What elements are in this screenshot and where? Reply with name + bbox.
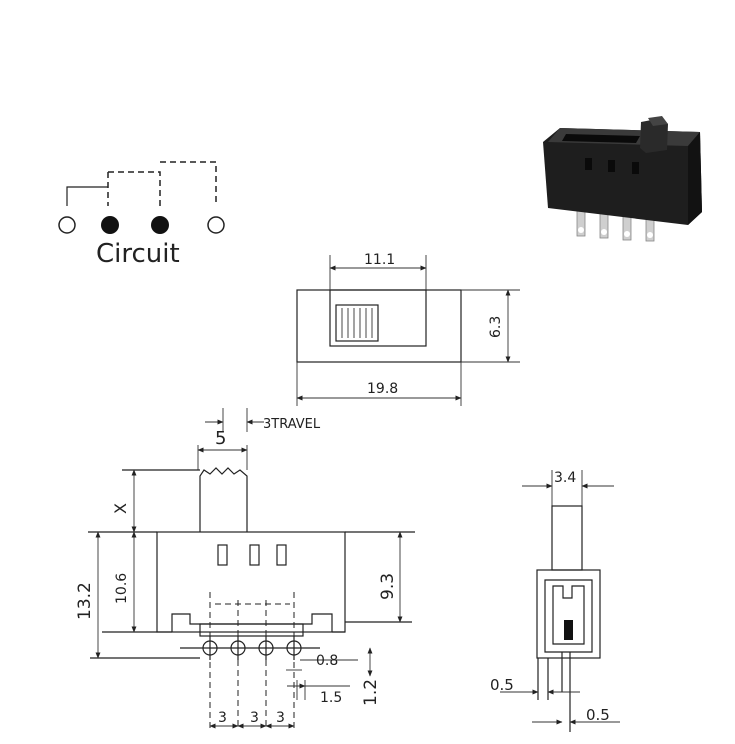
dim-body-height: 6.3 xyxy=(488,316,504,338)
dim-pin-right: 0.5 xyxy=(586,706,610,724)
front-view: 3TRAVEL 5 xyxy=(75,408,415,729)
front-pins xyxy=(180,636,320,660)
dim-travel: 3TRAVEL xyxy=(263,417,321,432)
dim-body-height: 10.6 xyxy=(114,573,130,604)
terminal-open-icon xyxy=(207,216,225,234)
dim-pin-left: 0.5 xyxy=(490,676,514,694)
terminal-filled-icon xyxy=(151,216,169,234)
dim-body-length: 19.8 xyxy=(367,381,398,397)
dim-body-height-right: 9.3 xyxy=(378,573,398,600)
terminal-filled-icon xyxy=(101,216,119,234)
circuit-schematic: Circuit xyxy=(58,161,225,269)
circuit-label: Circuit xyxy=(96,239,180,269)
dim-overall-height: 13.2 xyxy=(75,582,95,620)
dim-pin-thickness: 0.8 xyxy=(316,653,338,669)
side-view: 3.4 0.5 0.5 xyxy=(490,470,620,732)
dim-pin-pitch: 3 xyxy=(218,710,227,726)
dim-actuator-width: 5 xyxy=(215,428,226,449)
dim-pin-pitch: 3 xyxy=(276,710,285,726)
dim-pin-offset: 1.5 xyxy=(320,690,342,706)
top-view: 11.1 6.3 19.8 xyxy=(296,252,520,406)
dim-actuator-width: 3.4 xyxy=(554,470,576,486)
switch-photo xyxy=(543,116,702,242)
dim-pin-pitch: 3 xyxy=(250,710,259,726)
dim-slot-length: 11.1 xyxy=(364,252,395,268)
pins-icon xyxy=(576,209,655,242)
dim-x: X xyxy=(111,503,130,514)
dim-pin-length: 1.2 xyxy=(361,679,381,706)
terminal-open-icon xyxy=(58,216,76,234)
